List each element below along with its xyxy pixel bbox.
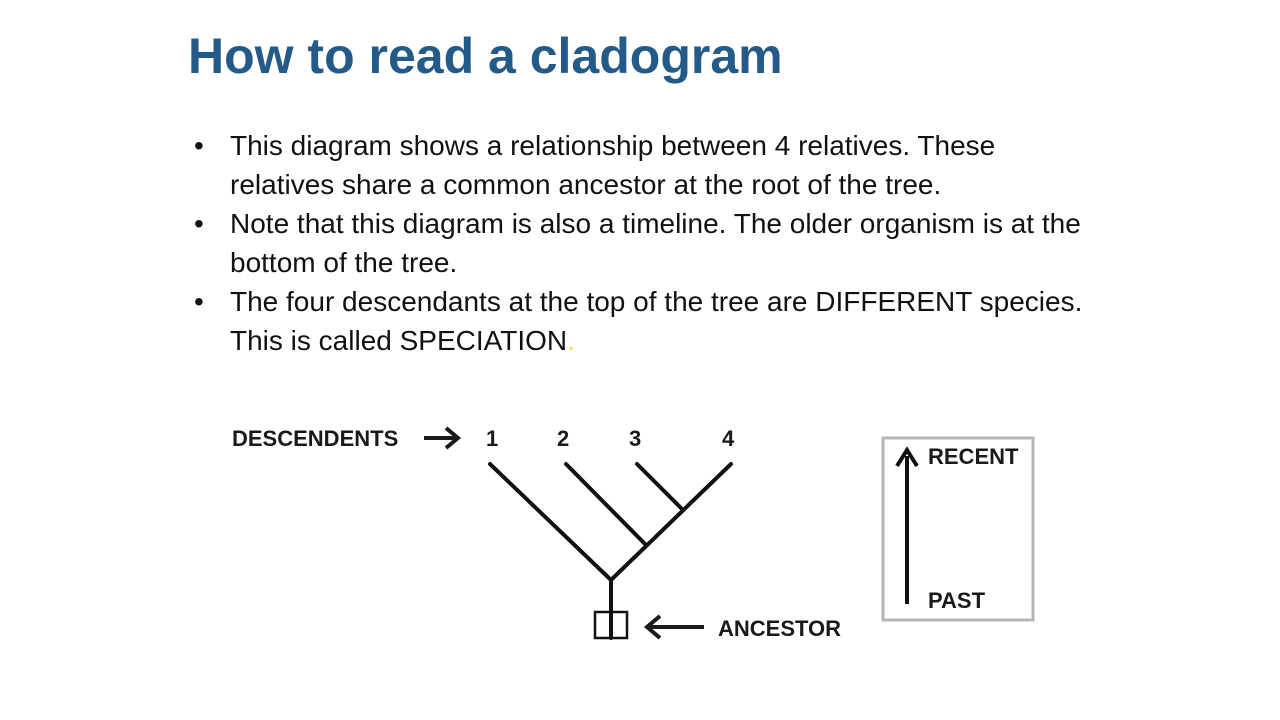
timeline-past-label: PAST xyxy=(928,588,986,613)
branch-4 xyxy=(609,462,733,582)
descendant-number-1: 1 xyxy=(486,426,498,451)
descendants-arrow-icon xyxy=(424,426,462,450)
branch-1 xyxy=(488,462,613,582)
bullet-text: The four descendants at the top of the t… xyxy=(230,286,1083,356)
ancestor-box xyxy=(593,610,629,640)
bullet-dot: • xyxy=(194,286,204,317)
timeline-recent-label: RECENT xyxy=(928,444,1019,469)
bullet-dot: • xyxy=(194,208,204,239)
slide-title: How to read a cladogram xyxy=(188,28,783,84)
ancestor-arrow-icon xyxy=(643,614,704,640)
bullet-dot: • xyxy=(194,130,204,161)
bullet-item: • This diagram shows a relationship betw… xyxy=(190,126,1090,204)
bullet-trailing-period: . xyxy=(567,325,575,356)
descendant-number-4: 4 xyxy=(722,426,735,451)
branch-2 xyxy=(564,462,648,547)
bullet-item: • Note that this diagram is also a timel… xyxy=(190,204,1090,282)
timeline-legend: RECENT PAST xyxy=(881,436,1035,622)
bullet-item: • The four descendants at the top of the… xyxy=(190,282,1090,360)
bullet-text: Note that this diagram is also a timelin… xyxy=(230,208,1081,278)
descendants-label: DESCENDENTS xyxy=(232,426,398,451)
bullet-list: • This diagram shows a relationship betw… xyxy=(190,126,1090,360)
branch-3 xyxy=(635,462,685,512)
ancestor-label: ANCESTOR xyxy=(718,616,841,641)
bullet-text: This diagram shows a relationship betwee… xyxy=(230,130,996,200)
cladogram-tree xyxy=(488,462,733,640)
descendant-number-3: 3 xyxy=(629,426,641,451)
descendant-number-2: 2 xyxy=(557,426,569,451)
